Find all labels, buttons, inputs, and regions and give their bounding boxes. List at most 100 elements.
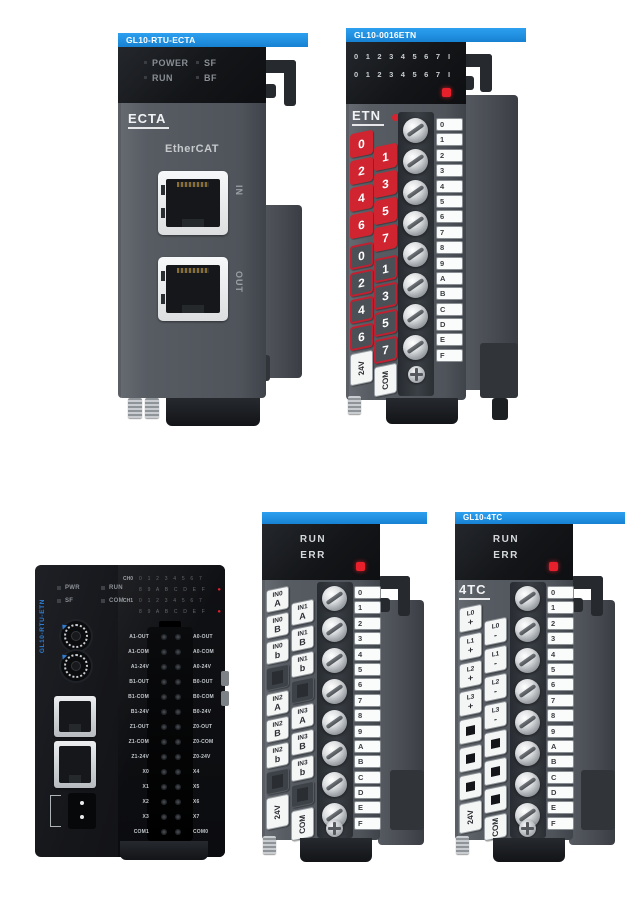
- channel-number-tile: 5: [374, 308, 397, 338]
- channel-number-tile: 0: [350, 129, 373, 159]
- led-dot: [101, 598, 105, 603]
- terminal-label: E: [354, 801, 381, 815]
- status-led-rows: POWER SF RUN BF: [144, 55, 254, 85]
- terminal-label: A: [436, 271, 463, 285]
- terminal-screw: [515, 586, 540, 611]
- led-digit: 6: [424, 52, 429, 61]
- pin: [176, 754, 180, 759]
- channel-number-tile: 1: [374, 142, 397, 172]
- terminal-screw: [322, 617, 347, 642]
- terminal-label: 0: [547, 586, 574, 599]
- terminal-screw: [403, 242, 428, 267]
- terminal-label-left: A1-COM: [128, 648, 149, 655]
- terminal-row: COM1 COM0: [119, 824, 223, 839]
- pin: [162, 694, 166, 699]
- model-band: GL10-RTU-ECTA: [118, 33, 308, 47]
- terminal-label: 8: [547, 709, 574, 723]
- side-extension: [462, 95, 518, 390]
- terminal-screw: [515, 648, 540, 673]
- terminal-screw: [403, 149, 428, 174]
- led-label: RUN: [109, 584, 123, 591]
- connector-bracket: [50, 795, 61, 827]
- tc-input-tile: L2-: [484, 672, 507, 703]
- tc-input-tile: L1+: [459, 631, 482, 662]
- terminal-label-right: A0-COM: [193, 648, 214, 655]
- pin: [162, 784, 166, 789]
- terminal-label: 8: [354, 709, 381, 723]
- terminal-label: 3: [547, 632, 574, 646]
- terminal-screw: [403, 304, 428, 329]
- terminal-label-left: Z1-COM: [128, 738, 149, 745]
- led-digit: 2: [377, 70, 382, 79]
- led-digit: 6: [424, 70, 429, 79]
- terminal-label-right: Z0-COM: [193, 738, 214, 745]
- terminal-screw: [403, 211, 428, 236]
- terminal-label-left: B1-COM: [128, 693, 149, 700]
- io-connector: [147, 627, 193, 841]
- din-hook: [378, 598, 390, 612]
- rj45-jack: [166, 179, 220, 227]
- terminal-label: 6: [547, 678, 574, 692]
- channel-number-tile: 4: [350, 295, 373, 325]
- led-row-suffix: I: [448, 70, 451, 79]
- terminal-label: 2: [436, 148, 463, 162]
- pin: [162, 829, 166, 834]
- port-in-label: IN: [234, 185, 244, 196]
- led-digit: 4: [400, 52, 405, 61]
- channel-number-tile: 5: [374, 196, 397, 226]
- terminal-label: 9: [547, 724, 574, 738]
- terminal-row: Z1-OUT Z0-OUT: [119, 719, 223, 734]
- mount-foot: [263, 836, 276, 854]
- terminal-screw: [322, 586, 347, 611]
- protocol-label: EtherCAT: [165, 143, 219, 155]
- terminal-rows: A1-OUT A0-OUT A1-COM A0-COM A1-24V A0-24…: [119, 629, 223, 839]
- terminal-label: 3: [354, 632, 381, 646]
- run-label: RUN: [492, 534, 520, 545]
- channel-number-tile: 2: [350, 268, 373, 298]
- terminal-label-right: X5: [193, 783, 200, 790]
- side-clip: [221, 671, 229, 686]
- panel-label: ECTA: [128, 111, 170, 129]
- pin: [176, 784, 180, 789]
- channel-led-block: CH0 0 1 2 3 4 5 6 7 8 9 A B C D E F ● CH…: [123, 573, 221, 617]
- terminal-label: 2: [354, 616, 381, 630]
- led-digit: 4: [400, 70, 405, 79]
- led-dot: [144, 61, 147, 64]
- pin: [176, 664, 180, 669]
- led-label: BF: [204, 72, 217, 83]
- channel-number-tile: 4: [350, 183, 373, 213]
- rj45-jack: [59, 746, 91, 783]
- tile-group: L0+L1+L2+L3+: [459, 603, 482, 718]
- model-vertical-text: GL10-RTU-ETN: [39, 599, 46, 654]
- led-digit: 7: [435, 52, 440, 61]
- terminal-label: B: [436, 287, 463, 301]
- terminal-label-left: COM1: [133, 828, 149, 835]
- led-label: SF: [204, 57, 217, 68]
- terminal-label: B: [547, 755, 574, 769]
- channel-red-led: ●: [217, 586, 221, 593]
- din-hook: [480, 54, 492, 92]
- power-tile: 24V: [266, 793, 289, 831]
- terminal-screw: [322, 648, 347, 673]
- channel-led-row: CH1 0 1 2 3 4 5 6 7: [123, 595, 221, 606]
- pin: [176, 709, 180, 714]
- terminal-screw: [322, 741, 347, 766]
- din-hook: [591, 576, 603, 616]
- side-foot: [492, 398, 508, 420]
- terminal-screw: [322, 772, 347, 797]
- pin: [176, 769, 180, 774]
- terminal-label: 6: [436, 210, 463, 224]
- din-hook: [398, 576, 410, 616]
- pin: [162, 664, 166, 669]
